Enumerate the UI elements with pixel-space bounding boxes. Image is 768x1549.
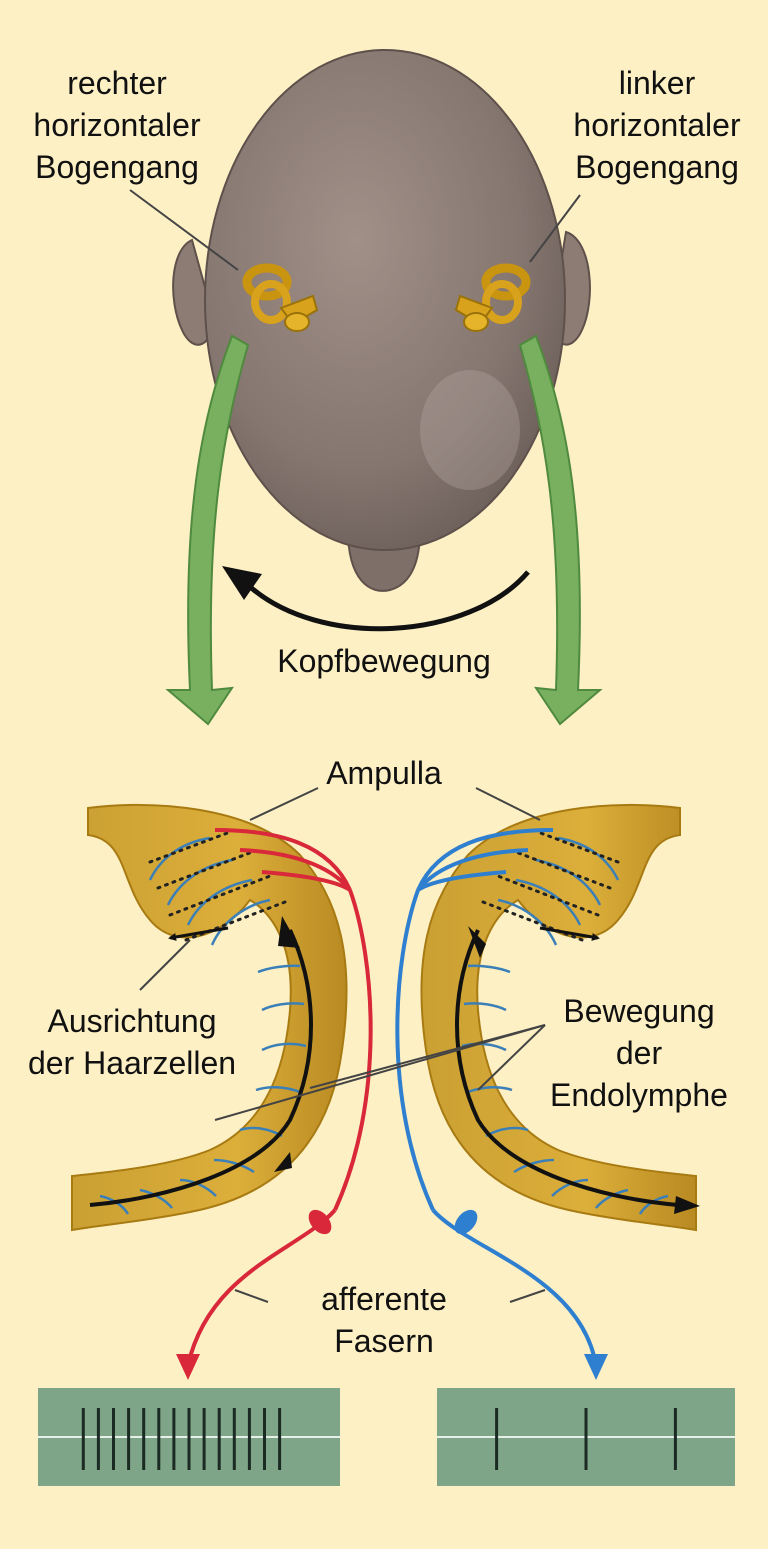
blue-afferent-fiber bbox=[395, 828, 598, 1366]
label-ampulla: Ampulla bbox=[326, 755, 442, 791]
label-right-canal: rechter horizontaler Bogengang bbox=[33, 65, 201, 185]
head-top-view-icon bbox=[172, 49, 591, 592]
label-hair-cells: Ausrichtung der Haarzellen bbox=[27, 1003, 237, 1081]
label-endolymph: Bewegung der Endolymphe bbox=[550, 993, 728, 1113]
semicircular-canal-icon bbox=[71, 803, 348, 1232]
label-afferent: afferente Fasern bbox=[321, 1281, 447, 1359]
arrow-icon bbox=[246, 570, 530, 632]
inner-ear-icon bbox=[454, 263, 531, 332]
semicircular-canal-icon bbox=[420, 803, 700, 1232]
arrow-icon bbox=[89, 929, 313, 1207]
inner-ear-icon bbox=[242, 263, 319, 332]
skull-shape bbox=[204, 49, 566, 551]
arrow-icon bbox=[518, 334, 603, 726]
arrow-icon bbox=[455, 929, 679, 1207]
label-head-motion: Kopfbewegung bbox=[277, 643, 491, 679]
arrow-icon bbox=[165, 334, 250, 726]
label-left-canal: linker horizontaler Bogengang bbox=[573, 65, 741, 185]
recording-left bbox=[38, 1388, 340, 1486]
recording-right bbox=[437, 1388, 735, 1486]
arrow-icon bbox=[584, 1354, 608, 1380]
arrow-icon bbox=[176, 1354, 200, 1380]
